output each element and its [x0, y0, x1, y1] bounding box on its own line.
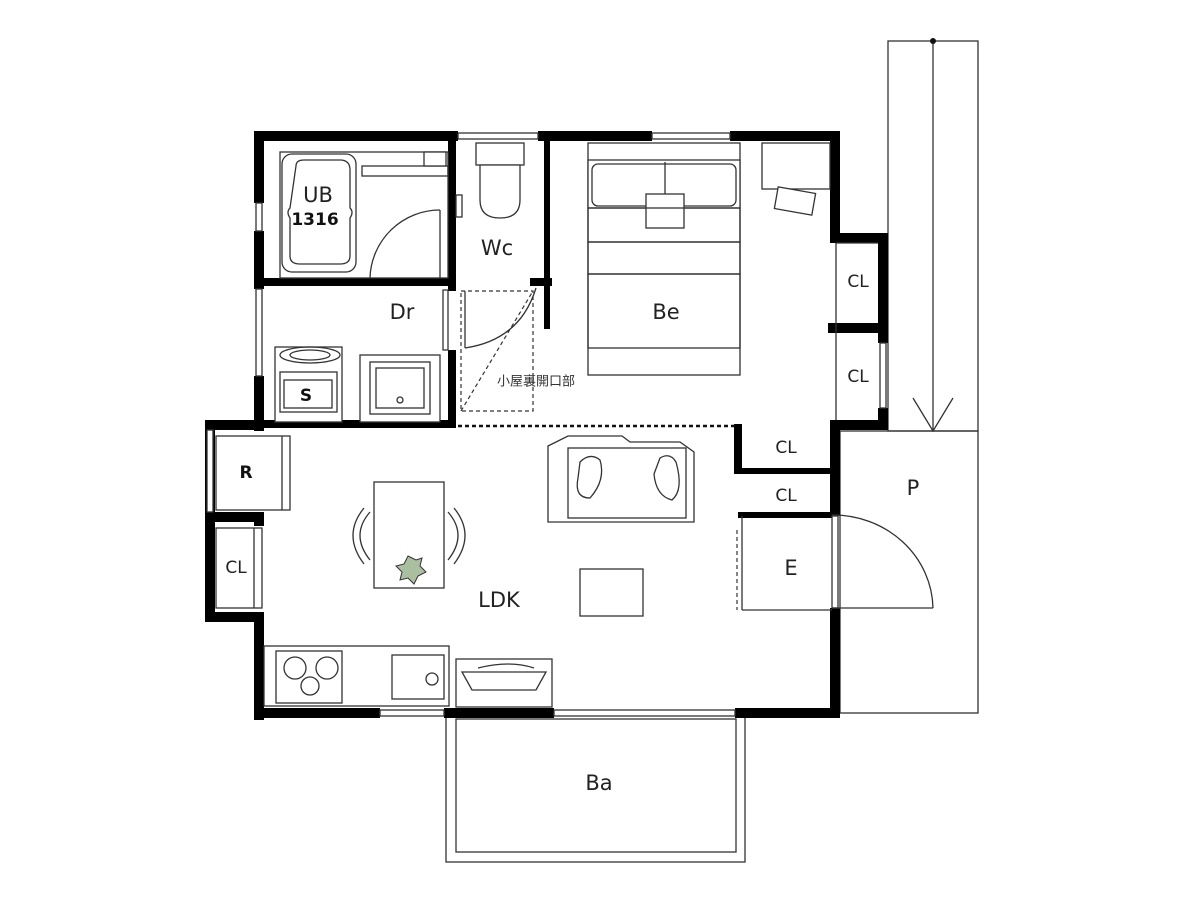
label-cl-hall-2: CL	[775, 486, 797, 506]
label-parking: P	[907, 476, 920, 500]
parking-area	[839, 38, 979, 714]
exterior-walls	[205, 131, 888, 720]
entrance-door	[741, 514, 934, 611]
label-cl-left: CL	[225, 558, 247, 578]
label-loft-opening: 小屋裏開口部	[497, 375, 575, 390]
windows	[206, 132, 887, 717]
toilet	[455, 142, 525, 219]
label-refrigerator: R	[239, 463, 252, 483]
label-be: Be	[652, 300, 679, 324]
dressing-room	[274, 289, 449, 423]
coffee-table	[579, 568, 644, 617]
unit-bath	[279, 151, 449, 279]
refrigerator	[215, 435, 291, 511]
dining-set	[352, 481, 466, 589]
label-cl-hall-1: CL	[775, 438, 797, 458]
sofa	[547, 435, 695, 523]
label-ldk: LDK	[478, 588, 521, 612]
label-ub-size: 1316	[291, 210, 338, 230]
label-cl-bedroom-2: CL	[847, 367, 869, 387]
label-entrance: E	[784, 556, 797, 580]
label-wc: Wc	[481, 236, 513, 260]
label-dr: Dr	[390, 300, 415, 324]
left-closet	[215, 527, 263, 609]
label-cl-bedroom-1: CL	[847, 272, 869, 292]
bedroom-bed	[587, 142, 831, 376]
closets	[835, 242, 878, 420]
room-labels: UB 1316 Wc Dr Be 小屋裏開口部 CL CL CL CL CL R…	[225, 183, 919, 795]
interior-walls	[254, 131, 880, 526]
label-balcony: Ba	[585, 771, 612, 795]
loft-opening	[460, 287, 537, 412]
label-sink: S	[300, 386, 312, 406]
kitchen-counter	[263, 645, 553, 708]
label-ub: UB	[303, 183, 333, 207]
